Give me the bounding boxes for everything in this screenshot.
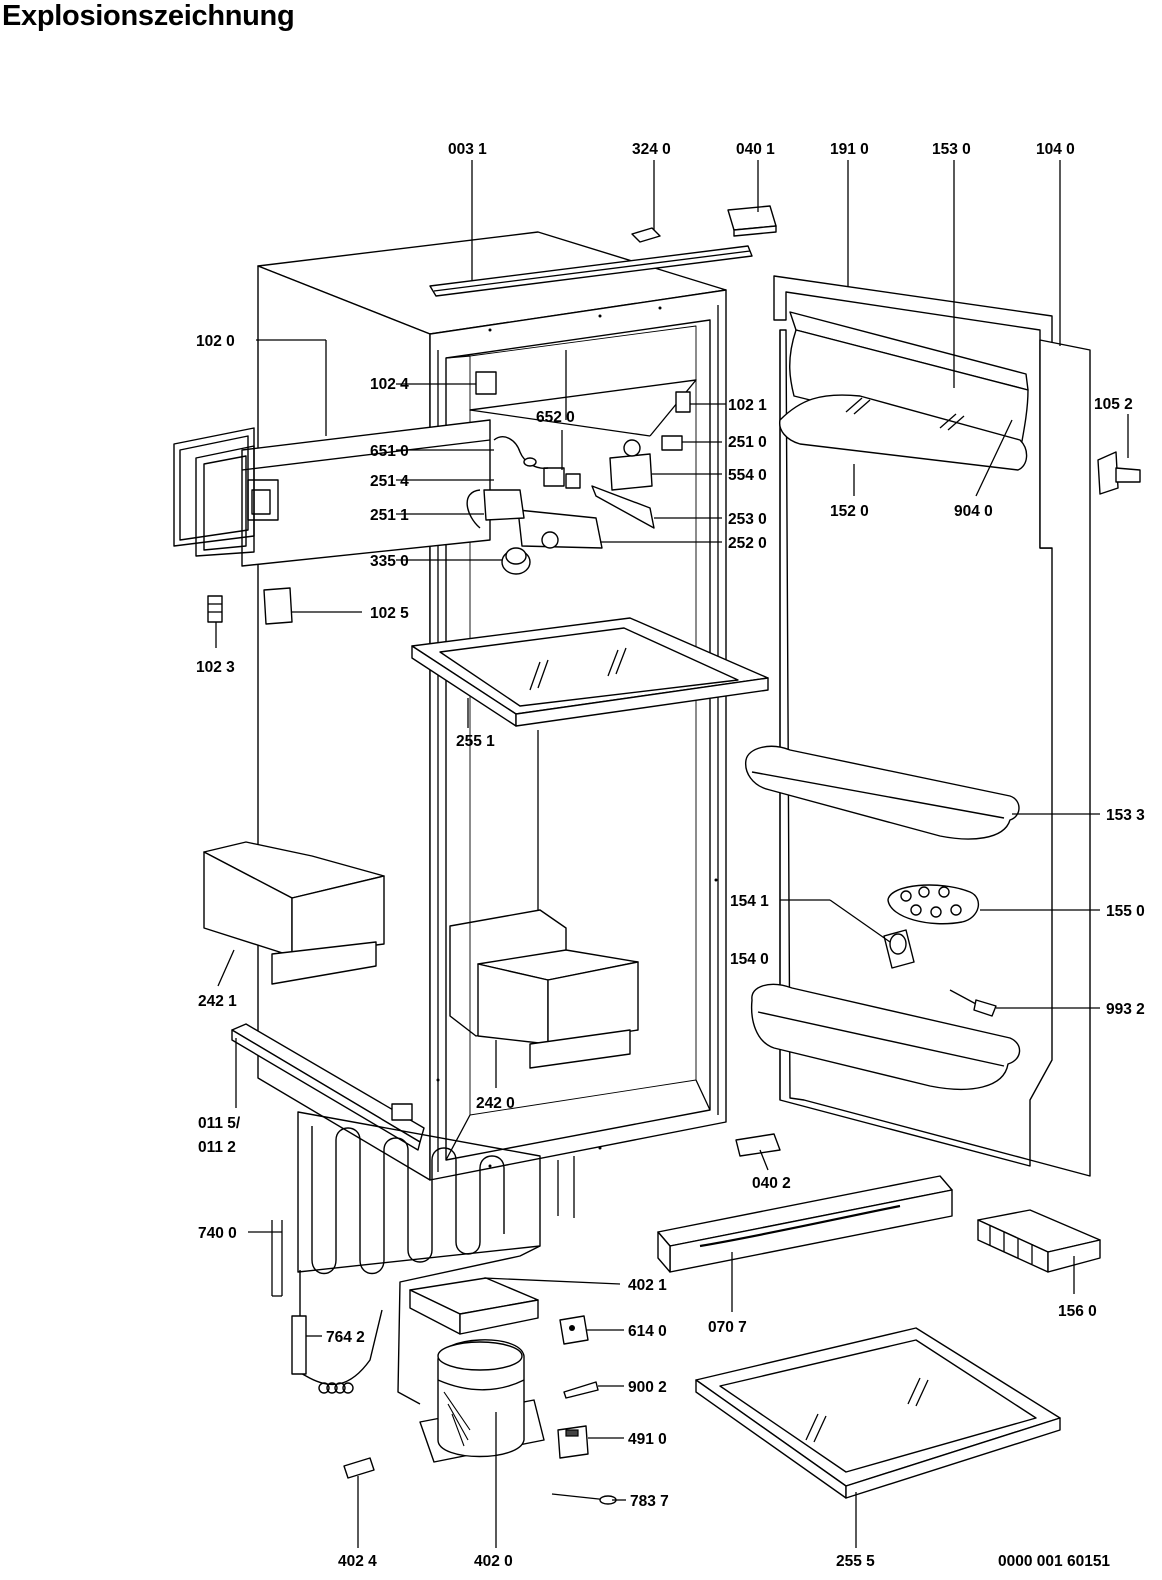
label-105-2: 105 2 [1094,396,1133,413]
label-102-5: 102 5 [370,605,409,622]
glass-shelf-255-1 [411,617,769,727]
label-152-0: 152 0 [830,503,869,520]
clip-402-4 [343,1457,375,1479]
lamp-socket-251-0 [661,435,683,451]
side-frame-left [173,427,255,557]
label-904-0: 904 0 [954,503,993,520]
label-011-2: 011 2 [198,1139,236,1156]
label-402-0: 402 0 [474,1553,513,1570]
holder-154-1 [883,929,915,969]
bracket-102-4 [475,371,497,395]
drawing-number: 0000 001 60151 [998,1553,1110,1570]
label-251-1: 251 1 [370,507,409,524]
bracket-102-1 [675,391,691,413]
label-003-1: 003 1 [448,141,487,158]
label-251-4: 251 4 [370,473,409,490]
part-labels: 003 1 324 0 040 1 191 0 153 0 104 0 102 … [196,141,1145,1570]
label-252-0: 252 0 [728,535,767,552]
base-grille-070-7 [657,1175,953,1273]
label-402-1: 402 1 [628,1277,667,1294]
leader-lines [215,160,1129,1548]
label-104-0: 104 0 [1036,141,1075,158]
label-155-0: 155 0 [1106,903,1145,920]
page-title: Explosionszeichnung [2,0,295,32]
cover-491 [557,1425,589,1459]
control-panel [241,419,491,567]
door-frame [773,275,1091,1177]
label-255-5: 255 5 [836,1553,875,1570]
label-783-7: 783 7 [630,1493,669,1510]
label-070-7: 070 7 [708,1319,747,1336]
label-324-0: 324 0 [632,141,671,158]
clip-102-3 [207,595,223,623]
label-156-0: 156 0 [1058,1303,1097,1320]
sensor-993-2 [949,989,997,1017]
label-900-2: 900 2 [628,1379,667,1396]
egg-tray-155 [887,884,980,925]
clip-900-2 [563,1381,599,1399]
lamp-housing-252 [517,509,603,549]
relay-614 [559,1315,589,1345]
label-102-1: 102 1 [728,397,767,414]
label-253-0: 253 0 [728,511,767,528]
tube-connection [397,1245,541,1405]
label-651-0: 651 0 [370,443,409,460]
label-191-0: 191 0 [830,141,869,158]
wiring-651 [493,436,549,469]
hinge-105-2 [1097,451,1141,495]
door-shelf-153-3 [745,745,1020,840]
part-783-7 [551,1493,617,1505]
filter-coil-764 [291,1315,354,1394]
hinge-bracket-bottom [735,1133,781,1157]
top-cover-strip [429,245,753,297]
label-652-0: 652 0 [536,409,575,426]
clip-324 [631,227,661,243]
label-154-0: 154 0 [730,951,769,968]
lamp-holder-251-1 [466,489,525,529]
compressor-402 [419,1339,545,1463]
label-335-0: 335 0 [370,553,409,570]
capillary-764 [297,1270,383,1386]
ice-tray-156 [977,1209,1101,1273]
label-255-1: 255 1 [456,733,495,750]
crisper-drawer-242-1 [203,841,385,985]
door-shelf-154-0 [750,983,1021,1091]
knob-335 [501,547,531,575]
label-154-1: 154 1 [730,893,769,910]
label-402-4: 402 4 [338,1553,377,1570]
hinge-bracket-top [727,205,777,237]
label-764-2: 764 2 [326,1329,365,1346]
label-102-0: 102 0 [196,333,235,350]
label-153-0: 153 0 [932,141,971,158]
switch-652 [543,467,581,489]
door-compartment-153 [779,311,1029,471]
cover-102-5 [263,587,293,625]
label-242-1: 242 1 [198,993,237,1010]
lamp-cover-253 [591,485,655,529]
label-491-0: 491 0 [628,1431,667,1448]
label-102-3: 102 3 [196,659,235,676]
label-153-3: 153 3 [1106,807,1145,824]
compressor-mount-402-1 [409,1277,539,1335]
label-554-0: 554 0 [728,467,767,484]
label-993-2: 993 2 [1106,1001,1145,1018]
label-040-2: 040 2 [752,1175,791,1192]
label-614-0: 614 0 [628,1323,667,1340]
label-242-0: 242 0 [476,1095,515,1112]
label-740-0: 740 0 [198,1225,237,1242]
bottom-rail-011 [231,1023,425,1151]
label-251-0: 251 0 [728,434,767,451]
evaporator-area [469,350,697,437]
label-011-5: 011 5/ [198,1115,241,1132]
thermostat-554 [609,439,653,491]
glass-shelf-255-5 [695,1327,1061,1499]
crisper-drawer-242-0 [477,949,639,1069]
label-102-4: 102 4 [370,376,409,393]
label-040-1: 040 1 [736,141,775,158]
